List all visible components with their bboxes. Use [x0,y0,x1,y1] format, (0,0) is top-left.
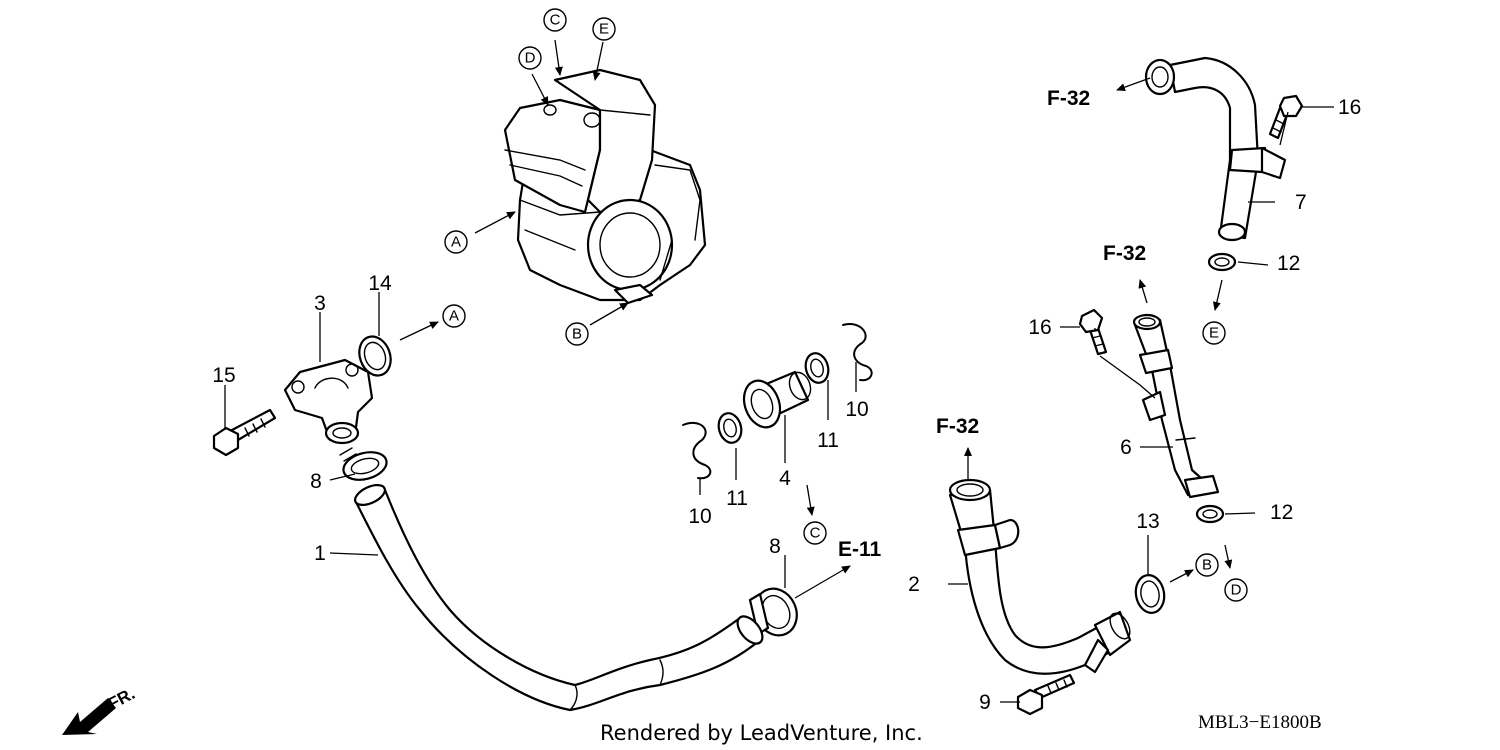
part-15-bolt [212,408,277,457]
arrows [399,39,1233,599]
marker-D-top: D [518,46,542,70]
svg-text:C: C [550,12,561,29]
part-11-oring-left [717,412,743,444]
callout-11-right: 11 [817,429,839,452]
marker-A-engine: A [444,230,468,254]
part-2-pipe [948,478,1132,675]
svg-text:E: E [599,21,609,38]
circled-markers: A A B C D E C E B D [442,8,1248,602]
part-13-oring [1134,574,1166,614]
part-9-bolt [1016,673,1076,716]
front-direction-indicator: FR. [62,684,138,735]
callout-4: 4 [779,467,791,490]
svg-text:A: A [449,308,459,325]
engine-illustration [503,68,707,305]
marker-A-gasket: A [442,304,466,328]
part-6-pipe [1132,313,1220,499]
part-11-oring-right [804,352,830,384]
reference-labels: F-32 F-32 F-32 E-11 [838,87,1146,561]
callout-3: 3 [314,292,326,315]
ref-e11: E-11 [838,538,882,561]
svg-text:B: B [1202,557,1212,574]
svg-text:B: B [572,326,582,343]
part-16-bolt-lower [1078,308,1108,356]
part-16-bolt-upper [1268,94,1304,140]
callout-1: 1 [314,542,326,565]
ref-f32-bottom: F-32 [936,415,979,438]
marker-C-top: C [543,8,567,32]
callout-2: 2 [908,573,920,596]
marker-E-top: E [592,17,616,41]
marker-D-right: D [1224,578,1248,602]
diagram-code: MBL3−E1800B [1198,712,1322,733]
leader-lines [224,106,1334,703]
callout-8-upper: 8 [310,470,322,493]
marker-B-right: B [1195,553,1219,577]
part-3-elbow [283,358,374,445]
part-8-clamp-upper [339,447,388,481]
ref-f32-mid: F-32 [1103,242,1146,265]
callout-12-upper: 12 [1277,252,1300,275]
callout-12-lower: 12 [1270,501,1293,524]
callout-15: 15 [212,364,235,387]
part-4-joint [742,370,812,429]
front-arrow-icon [62,698,116,735]
credit-text: Rendered by LeadVenture, Inc. [600,721,923,745]
part-14-gasket [358,335,392,377]
svg-text:E: E [1209,325,1219,342]
ref-f32-top: F-32 [1047,87,1090,110]
marker-E-right: E [1202,321,1226,345]
callout-6: 6 [1120,436,1132,459]
callout-16-upper: 16 [1338,96,1361,119]
callout-7: 7 [1295,191,1307,214]
callout-10-right: 10 [845,398,868,421]
part-10-clip-left [682,421,712,480]
svg-text:A: A [451,234,461,251]
callout-8-lower: 8 [769,535,781,558]
part-callouts: 3 14 15 8 1 8 10 11 4 11 10 2 9 13 12 6 … [212,96,1361,714]
part-12-oring-upper [1207,252,1237,272]
callout-10-left: 10 [688,505,711,528]
part-1-hose [353,483,764,712]
svg-text:D: D [1231,582,1242,599]
svg-text:D: D [525,50,536,67]
part-10-clip-right [842,323,873,382]
callout-11-left: 11 [726,487,748,510]
callout-16-lower: 16 [1028,316,1051,339]
part-7-pipe [1144,56,1287,242]
part-12-oring-lower [1195,504,1225,524]
marker-C-joint: C [803,521,827,545]
svg-text:C: C [810,525,821,542]
callout-9: 9 [979,691,991,714]
callout-14: 14 [368,272,392,295]
callout-13: 13 [1136,510,1159,533]
marker-B-engine: B [565,322,589,346]
